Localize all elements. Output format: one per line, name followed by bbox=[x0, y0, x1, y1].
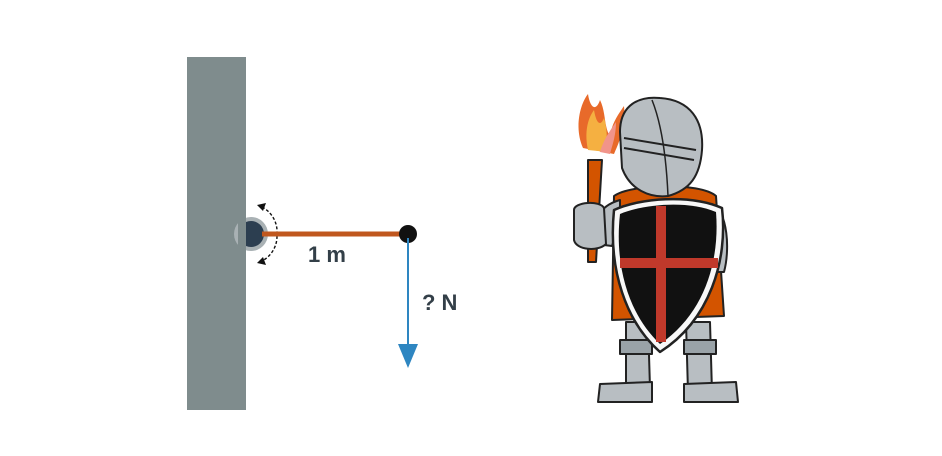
force-label: ? N bbox=[422, 290, 458, 315]
pivot bbox=[234, 214, 268, 254]
rotation-arrows-icon bbox=[261, 206, 278, 262]
rotation-arrowheads bbox=[257, 203, 266, 265]
knight-with-torch-icon bbox=[573, 94, 739, 403]
shield-cross-horizontal bbox=[620, 258, 718, 268]
lever-length-label: 1 m bbox=[308, 242, 346, 267]
right-boot bbox=[683, 381, 739, 403]
lever-end-point bbox=[399, 225, 417, 243]
gauntlet bbox=[573, 202, 607, 250]
left-boot bbox=[597, 381, 653, 403]
torch-flame-icon bbox=[578, 94, 625, 154]
shield-cross-vertical bbox=[656, 206, 666, 342]
helmet bbox=[619, 96, 704, 198]
force-arrow bbox=[398, 238, 418, 368]
